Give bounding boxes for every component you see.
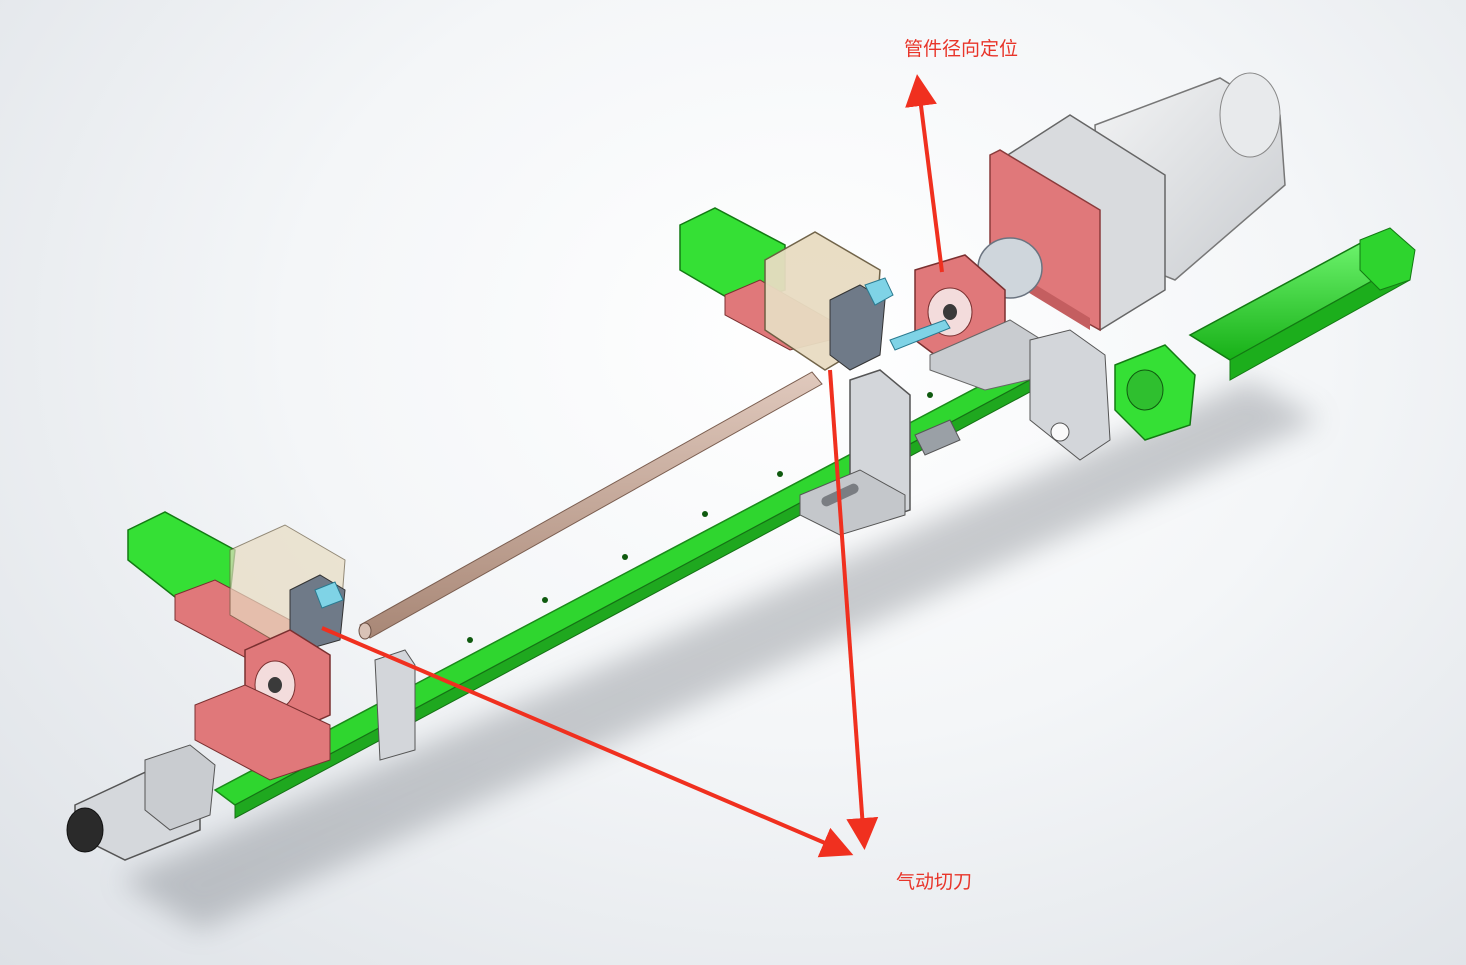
radial-positioning-unit — [889, 237, 1051, 391]
pipe-workpiece — [358, 371, 823, 640]
support-bracket-upper — [799, 369, 961, 536]
ground-shadow — [120, 380, 1320, 930]
label-radial-positioning: 管件径向定位 — [904, 38, 1019, 60]
arrow-up — [905, 74, 944, 273]
arrow-diagonal — [321, 626, 854, 858]
label-pneumatic-cutter: 气动切刀 — [896, 871, 973, 893]
cutter-guard-upper — [679, 207, 894, 371]
pneumatic-cylinder-right — [1029, 227, 1416, 461]
arrow-down — [828, 369, 879, 850]
pneumatic-cylinder-left — [66, 744, 216, 861]
cutter-guard-lower — [127, 511, 416, 781]
servo-motor — [989, 72, 1286, 332]
annotation-arrows — [321, 74, 944, 858]
